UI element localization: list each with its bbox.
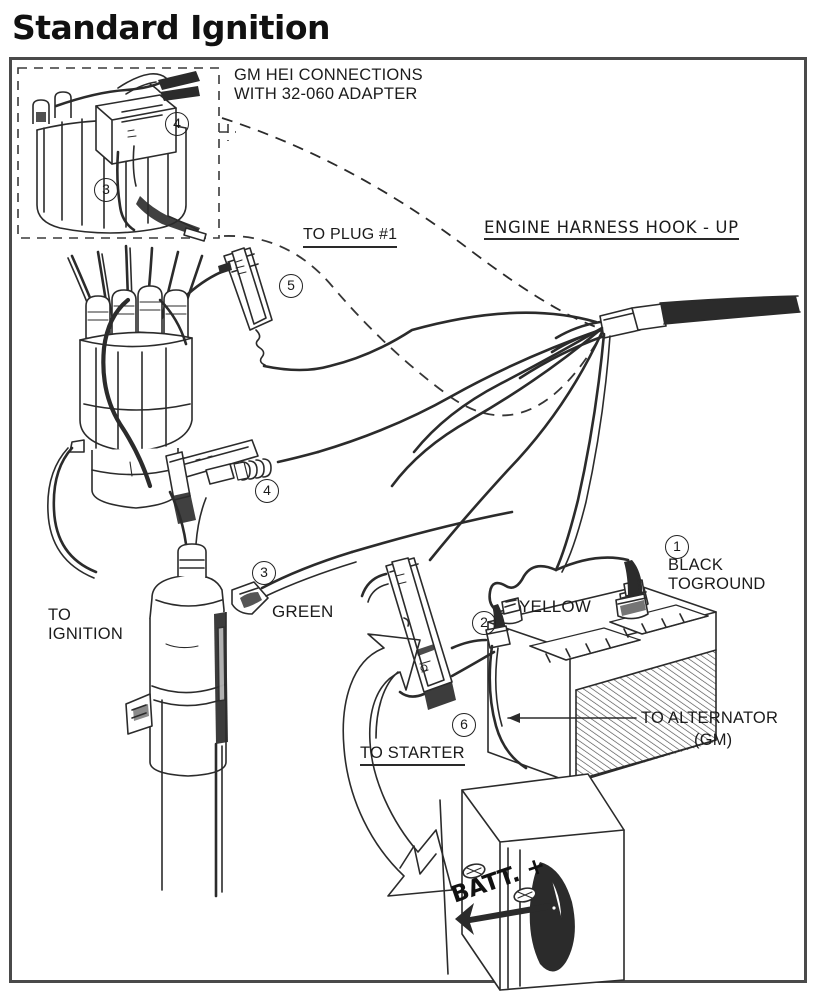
to-starter-arrow (342, 633, 453, 897)
callout-6: 6 (452, 713, 476, 737)
to-alternator-leader (507, 713, 637, 723)
spring-coil (241, 458, 272, 481)
ignition-coil (125, 490, 228, 898)
callout-5: 5 (279, 274, 303, 298)
engine-harness-label: ENGINE HARNESS HOOK - UP (484, 218, 739, 241)
callout-4-inset: 4 (165, 112, 189, 136)
callout-4: 4 (255, 479, 279, 503)
pickup-clamp-5 (186, 247, 598, 372)
callout-1: 1 (665, 535, 689, 559)
inset-hei-detail (17, 67, 220, 242)
black-ground-lead (554, 556, 649, 620)
starter-clamp-6 (360, 557, 496, 710)
solenoid-terminals (462, 863, 537, 903)
harness-bundle (518, 295, 801, 380)
dashed-route-lower (223, 235, 605, 417)
to-alternator-label: TO ALTERNATOR (641, 709, 779, 727)
plug-boots (85, 285, 189, 341)
green-label: GREEN (272, 602, 334, 621)
to-starter-label: TO STARTER (360, 744, 465, 767)
diagram-frame (9, 57, 807, 983)
adapter-clamp-4 (165, 328, 602, 524)
batt-plus-arrow (455, 903, 552, 935)
green-lead-3 (231, 510, 514, 615)
yellow-label: YELLOW (519, 597, 592, 616)
to-plug-1-label: TO PLUG #1 (303, 226, 398, 248)
callout-3: 3 (252, 561, 276, 585)
harness-legs (390, 326, 611, 573)
main-distributor (47, 244, 204, 579)
inset-distributor (32, 71, 207, 242)
starter-solenoid (399, 773, 625, 991)
page-title: Standard Ignition (12, 8, 331, 47)
callout-3-inset: 3 (94, 178, 118, 202)
battery (487, 579, 717, 783)
callout-2: 2 (472, 611, 496, 635)
to-alternator-sublabel: (GM) (694, 731, 733, 749)
